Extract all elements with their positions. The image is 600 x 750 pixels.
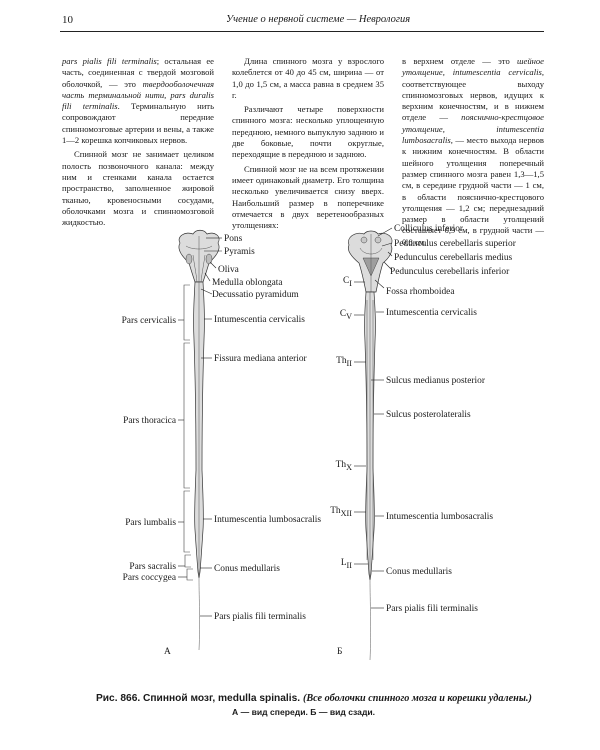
label-pedunculus-cerebellaris-inferior: Pedunculus cerebellaris inferior <box>390 266 510 277</box>
label-pedunculus-cerebellaris-medius: Pedunculus cerebellaris medius <box>394 253 513 263</box>
segment-label: ThXII <box>330 506 352 518</box>
label-intumescentia-lumbosacralis: Intumescentia lumbosacralis <box>214 515 321 525</box>
term: пояснично-крестцовое утолщение, intumesc… <box>402 112 544 146</box>
label-pars-sacralis: Pars sacralis <box>129 562 176 572</box>
segment-label: CI <box>343 276 352 288</box>
paragraph: Длина спинного мозга у взрослого колебле… <box>232 56 384 100</box>
caption-note: (Все оболочки спинного мозга и корешки у… <box>302 693 532 704</box>
paragraph: pars pialis fili terminalis; остальная е… <box>62 56 214 146</box>
figure-caption-views: А — вид спереди. Б — вид сзади. <box>232 707 376 717</box>
label-fissura-mediana-anterior: Fissura mediana anterior <box>214 354 308 364</box>
paragraph: Различают четыре поверхности спинного мо… <box>232 104 384 160</box>
paragraph: Спинной мозг не на всем протяжении имеет… <box>232 163 384 231</box>
label-oliva: Oliva <box>218 265 240 275</box>
figure-b-drawing <box>347 227 393 661</box>
caption-title: Рис. 866. Спинной мозг, medulla spinalis… <box>96 693 303 704</box>
figure-caption: Рис. 866. Спинной мозг, medulla spinalis… <box>96 693 532 704</box>
segment-label: ThII <box>336 356 352 368</box>
label-pars-cervicalis: Pars cervicalis <box>122 316 177 326</box>
label-sulcus-medianus-posterior: Sulcus medianus posterior <box>386 376 486 386</box>
label-fossa-rhomboidea: Fossa rhomboidea <box>386 287 455 297</box>
text-column-3: в верхнем отделе — это шейное утолщение,… <box>402 56 544 251</box>
text-run: в верхнем отделе — это <box>402 56 518 66</box>
paragraph: в верхнем отделе — это шейное утолщение,… <box>402 56 544 248</box>
header-rule <box>60 31 544 32</box>
label-colliculus-inferior: Colliculus inferior <box>394 223 464 234</box>
label-pars-pialis-fili-terminalis: Pars pialis fili terminalis <box>214 611 306 622</box>
label-pars-coccygea: Pars coccygea <box>123 573 177 583</box>
running-title: Учение о нервной системе — Неврология <box>226 14 411 25</box>
label-intumescentia-lumbosacralis-b: Intumescentia lumbosacralis <box>386 512 493 522</box>
text-run: ; остальная ее часть, соединенная с твер… <box>62 56 215 89</box>
text-run: . Терминальную нить сопровождают передни… <box>62 101 214 146</box>
label-intumescentia-cervicalis: Intumescentia cervicalis <box>214 315 305 325</box>
term: pars pialis fili terminalis <box>62 56 157 66</box>
text-run: , — место выхода нервов к нижним конечно… <box>402 135 544 247</box>
figure-a-drawing <box>178 229 222 651</box>
label-conus-medullaris: Conus medullaris <box>214 564 280 574</box>
figure-a-letter: А <box>164 647 171 657</box>
label-pars-pialis-fili-terminalis-b: Pars pialis fili terminalis <box>386 603 478 614</box>
segment-label: ThX <box>336 460 352 472</box>
label-sulcus-posterolateralis: Sulcus posterolateralis <box>386 410 471 420</box>
segment-label: CV <box>340 309 352 321</box>
paragraph: Спинной мозг не занимает целиком полость… <box>62 149 214 228</box>
label-pons: Pons <box>224 234 243 244</box>
term: шейное утолщение, intumescentia cervical… <box>402 56 544 78</box>
segment-label: LII <box>341 558 352 570</box>
figure-b-letter: Б <box>337 647 342 657</box>
label-conus-medullaris-b: Conus medullaris <box>386 567 452 577</box>
label-decussatio-pyramidum: Decussatio pyramidum <box>212 290 299 300</box>
label-medulla-oblongata: Medulla oblongata <box>212 278 283 288</box>
text-column-2: Длина спинного мозга у взрослого колебле… <box>232 56 384 234</box>
term: твердооболочечная часть терминальной нит… <box>62 78 214 112</box>
text-run: , соответствующее выходу спинномозговых … <box>402 67 544 123</box>
label-pedunculus-cerebellaris-superior: Pedunculus cerebellaris superior <box>394 239 517 249</box>
text-column-1: pars pialis fili terminalis; остальная е… <box>62 56 214 231</box>
page-number: 10 <box>62 14 73 26</box>
label-intumescentia-cervicalis-b: Intumescentia cervicalis <box>386 308 477 318</box>
label-pars-thoracica: Pars thoracica <box>123 416 177 426</box>
label-pyramis: Pyramis <box>224 247 255 257</box>
label-pars-lumbalis: Pars lumbalis <box>125 518 176 528</box>
